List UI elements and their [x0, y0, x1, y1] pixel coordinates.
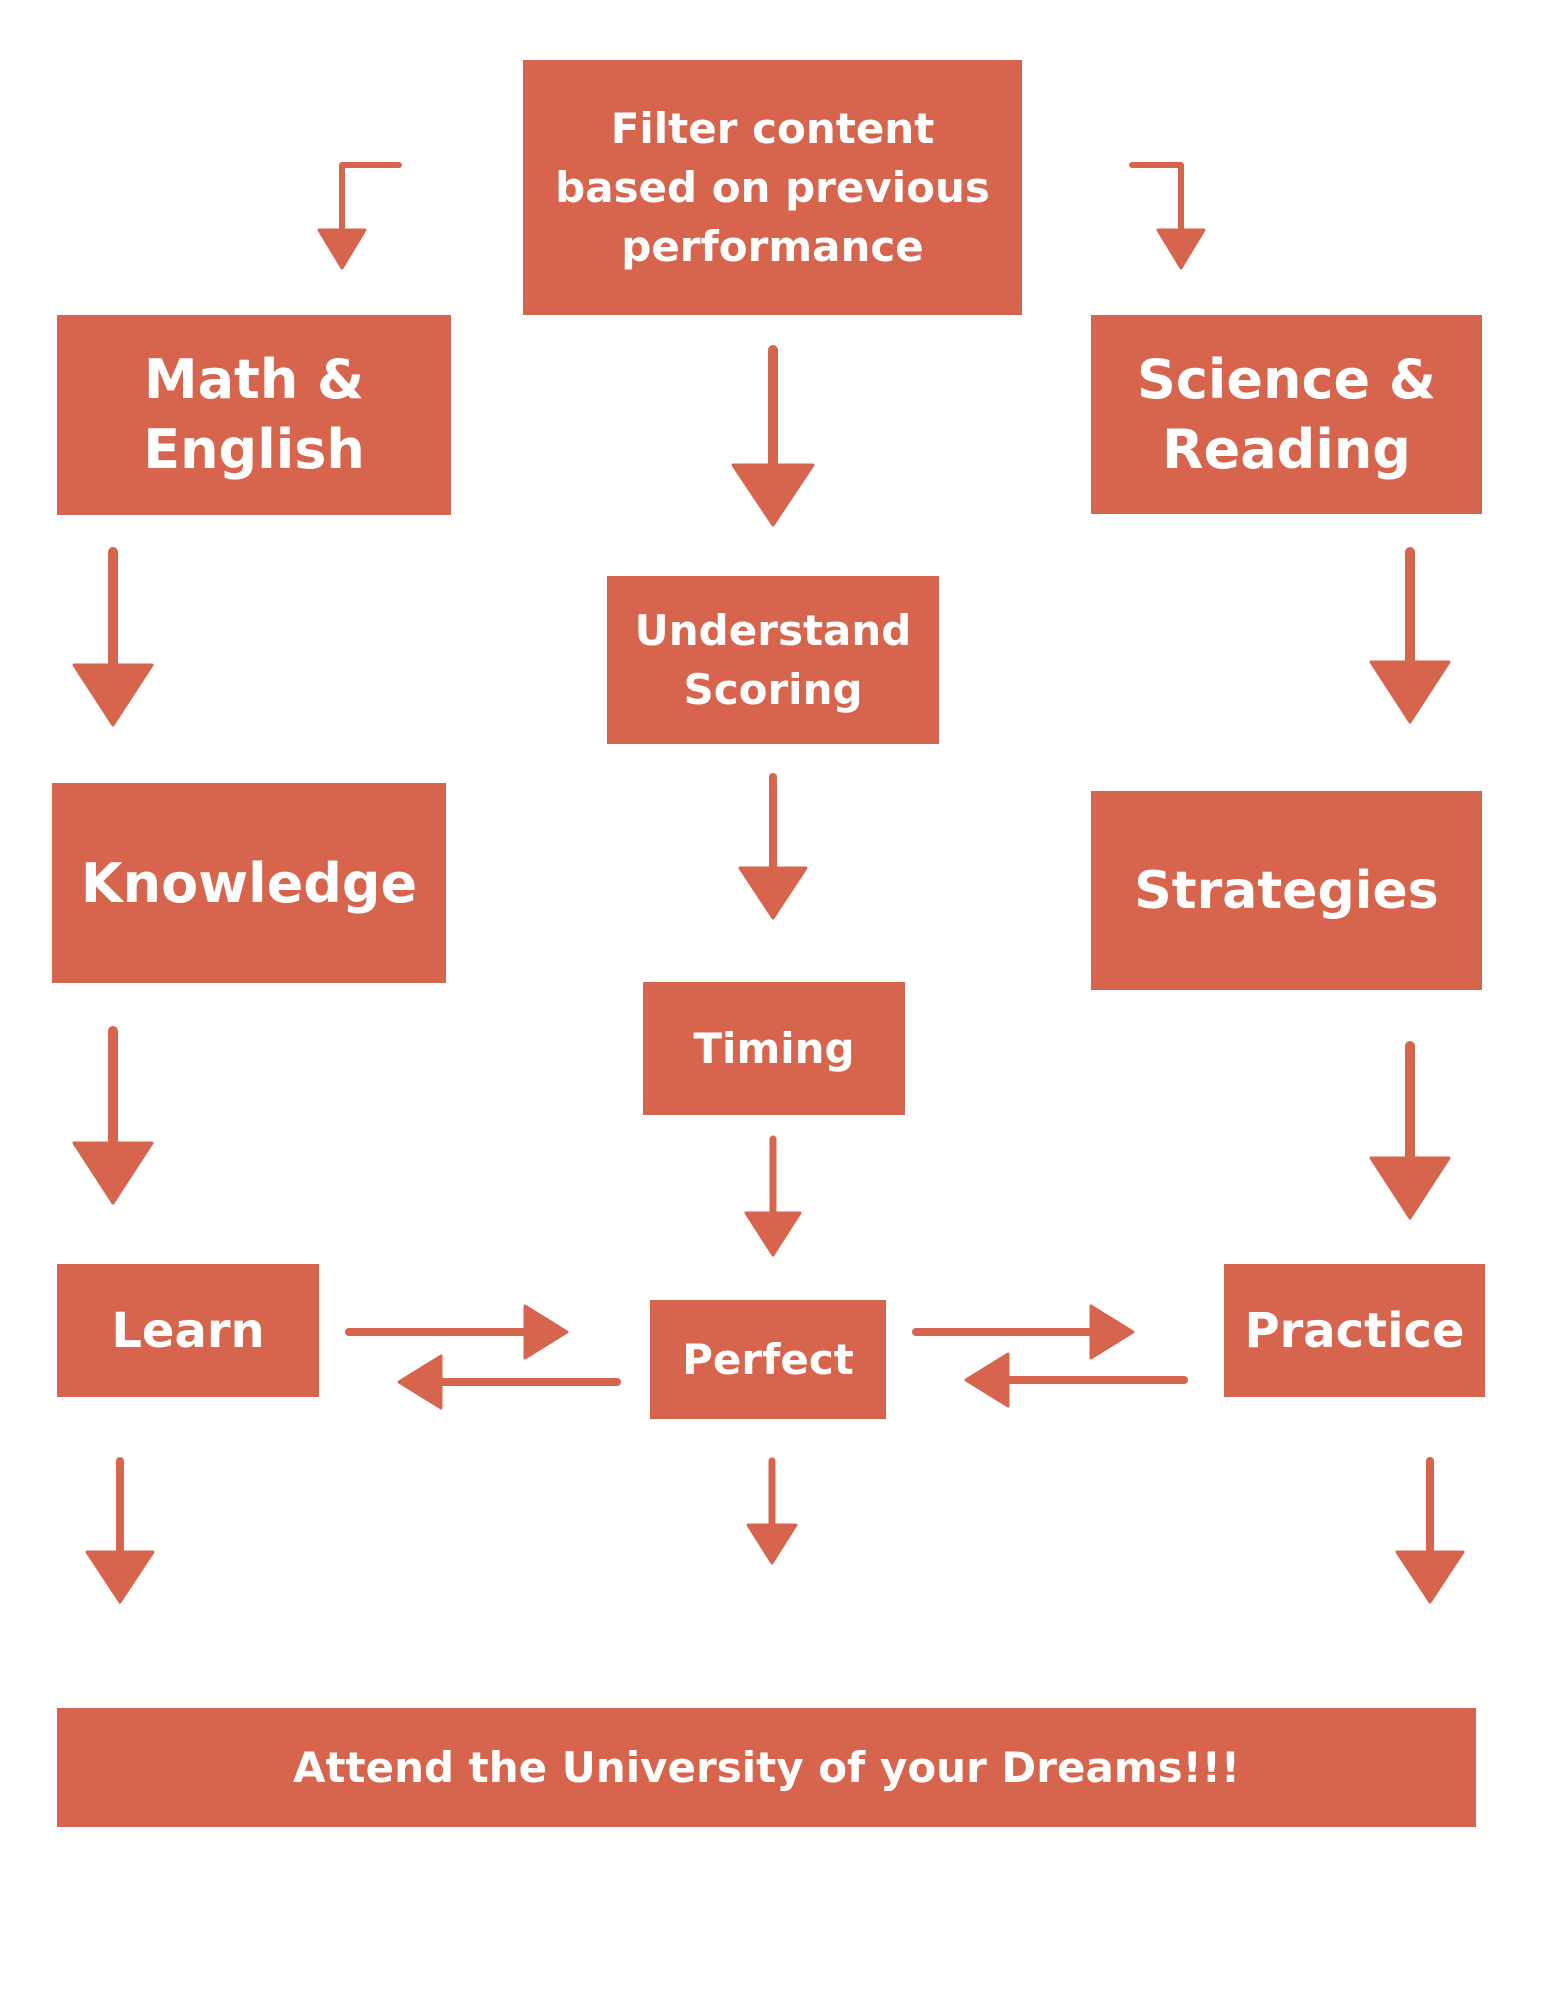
arrow-learn-to-perfect — [345, 1304, 569, 1360]
node-understand-scoring: Understand Scoring — [607, 576, 939, 744]
arrow-learn-to-attend — [85, 1457, 155, 1604]
node-practice: Practice — [1224, 1264, 1485, 1397]
arrow-perfect-to-learn — [397, 1354, 621, 1410]
node-label: Perfect — [682, 1335, 854, 1384]
arrow-head — [738, 866, 808, 920]
node-label: Science & Reading — [1136, 347, 1436, 481]
node-label: Learn — [111, 1302, 265, 1359]
node-perfect: Perfect — [650, 1300, 886, 1419]
arrow-understand-scoring-to-timing — [738, 773, 808, 920]
node-label: Timing — [693, 1024, 855, 1073]
arrow-head — [1395, 1550, 1465, 1604]
arrow-head — [744, 1211, 802, 1257]
arrow-head — [1369, 660, 1451, 724]
node-label: Strategies — [1134, 860, 1439, 921]
arrow-strategies-to-practice — [1369, 1041, 1451, 1220]
node-label: Filter content based on previous perform… — [555, 104, 990, 271]
arrow-head — [72, 1141, 154, 1205]
node-label: Knowledge — [80, 851, 418, 915]
node-label: Understand Scoring — [634, 606, 912, 714]
arrow-perfect-to-attend — [746, 1457, 798, 1565]
arrow-head — [72, 663, 154, 727]
arrow-head — [85, 1550, 155, 1604]
arrow-head — [317, 228, 367, 270]
node-filter-content: Filter content based on previous perform… — [523, 60, 1022, 315]
node-label: Math & English — [143, 348, 365, 481]
arrow-practice-to-attend — [1395, 1457, 1465, 1604]
arrow-filter-to-science-reading — [1129, 162, 1206, 270]
arrow-head — [746, 1523, 798, 1565]
arrow-head — [1156, 228, 1206, 270]
node-attend-university: Attend the University of your Dreams!!! — [57, 1708, 1476, 1827]
arrow-head — [731, 463, 815, 527]
node-timing: Timing — [643, 982, 905, 1115]
arrow-head — [964, 1352, 1010, 1408]
arrow-head — [1089, 1304, 1135, 1360]
arrow-shaft — [1129, 162, 1184, 233]
node-strategies: Strategies — [1091, 791, 1482, 990]
arrow-perfect-to-practice — [912, 1304, 1135, 1360]
node-science-reading: Science & Reading — [1091, 315, 1482, 514]
node-knowledge: Knowledge — [52, 783, 446, 983]
node-label: Attend the University of your Dreams!!! — [292, 1743, 1241, 1792]
arrow-filter-to-understand-scoring — [731, 345, 815, 527]
arrow-knowledge-to-learn — [72, 1026, 154, 1205]
node-math-english: Math & English — [57, 315, 451, 515]
arrow-practice-to-perfect — [964, 1352, 1188, 1408]
node-label: Practice — [1244, 1302, 1465, 1359]
arrow-filter-to-math-english — [317, 162, 402, 270]
arrow-shaft — [339, 162, 402, 233]
arrow-timing-to-perfect — [744, 1135, 802, 1257]
node-learn: Learn — [57, 1264, 319, 1397]
arrow-math-english-to-knowledge — [72, 547, 154, 727]
arrow-head — [1369, 1156, 1451, 1220]
arrow-head — [397, 1354, 443, 1410]
arrow-science-reading-to-strategies — [1369, 547, 1451, 724]
arrow-head — [523, 1304, 569, 1360]
